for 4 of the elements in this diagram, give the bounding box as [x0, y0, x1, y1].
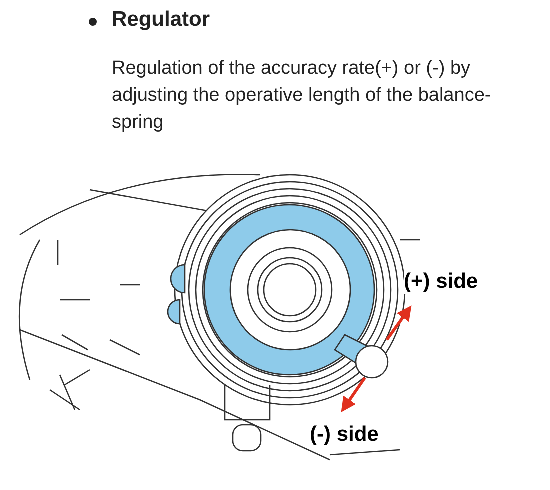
side-label: (+) side — [404, 270, 478, 294]
side-label: (-) side — [310, 423, 379, 447]
description-text: Regulation of the accuracy rate(+) or (-) by adjusting the operative length of the balance-spring — [112, 57, 492, 135]
heading: Regulator — [112, 8, 210, 32]
